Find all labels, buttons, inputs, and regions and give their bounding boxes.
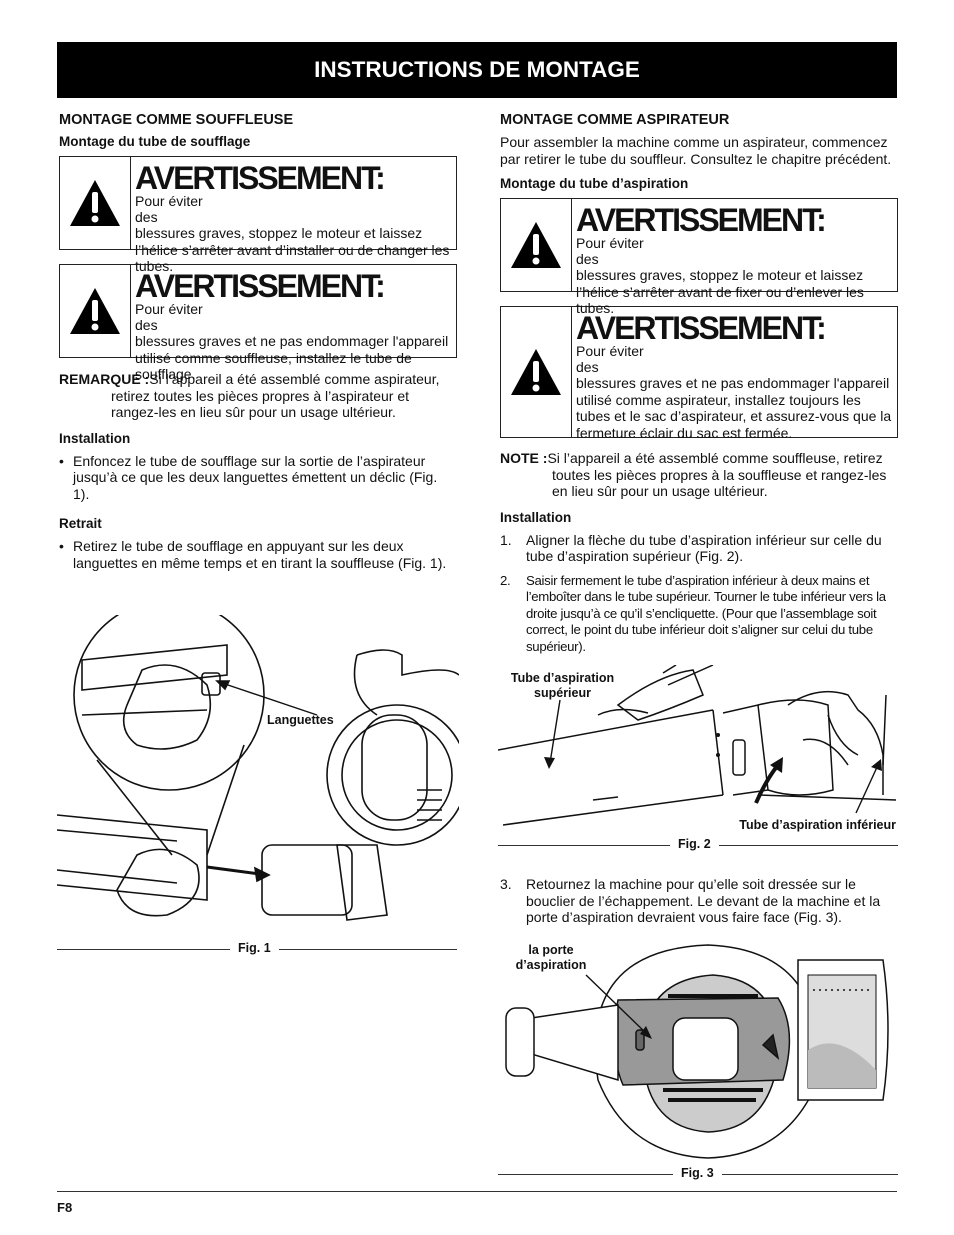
warning-text: blessures graves et ne pas endommager l'… xyxy=(135,333,449,382)
warning-title: AVERTISSEMENT: xyxy=(576,202,827,238)
warning-triangle-icon xyxy=(501,307,572,437)
warning-lead: Pour éviter des xyxy=(576,235,644,267)
retrait-heading: Retrait xyxy=(59,516,102,531)
list-item: 2. Saisir fermement le tube d’aspiration … xyxy=(500,573,898,656)
list-item: 3. Retournez la machine pour qu’elle soit… xyxy=(500,876,898,926)
warning-text: blessures graves, stoppez le moteur et l… xyxy=(135,225,450,274)
fig1-caption: Fig. 1 xyxy=(230,941,279,955)
install-heading: Installation xyxy=(59,430,131,446)
page-banner: INSTRUCTIONS DE MONTAGE xyxy=(57,42,897,98)
remark-text: Si l’appareil a été assemblé comme aspir… xyxy=(111,371,440,420)
warning-triangle-icon xyxy=(501,199,572,291)
list-item: •Retirez le tube de soufflage en appuyan… xyxy=(59,538,457,571)
warning-title: AVERTISSEMENT: xyxy=(576,310,827,346)
fig2-illustration xyxy=(498,665,897,826)
install-heading: Installation xyxy=(500,509,572,525)
section-heading-vacuum: MONTAGE COMME ASPIRATEUR xyxy=(500,112,730,128)
remark: REMARQUE :Si l’appareil a été assemblé c… xyxy=(59,371,457,421)
right-column: MONTAGE COMME ASPIRATEUR Pour assembler … xyxy=(500,112,898,663)
fig3-caption: Fig. 3 xyxy=(673,1166,722,1180)
step-text: Saisir fermement le tube d’aspiration in… xyxy=(526,572,886,654)
warning-lead: Pour éviter des xyxy=(576,343,644,375)
warning-text: blessures graves, stoppez le moteur et l… xyxy=(576,267,864,316)
list-item: •Enfoncez le tube de soufflage sur la so… xyxy=(59,453,457,503)
note-label: NOTE : xyxy=(500,450,548,466)
warning-title: AVERTISSEMENT: xyxy=(135,160,386,196)
warning-lead: Pour éviter des xyxy=(135,301,203,333)
footer-rule xyxy=(57,1191,897,1192)
list-item: 1. Aligner la flèche du tube d’aspiration… xyxy=(500,532,898,565)
fig1-label-languettes: Languettes xyxy=(267,713,334,727)
bullet-text: Enfoncez le tube de soufflage sur la sor… xyxy=(73,452,438,502)
fig2-caption: Fig. 2 xyxy=(670,837,719,851)
warning-text: blessures graves et ne pas endommager l'… xyxy=(576,375,892,441)
warning-title: AVERTISSEMENT: xyxy=(135,268,386,304)
fig3-label-vacuum-door: la porte d’aspiration xyxy=(515,943,587,972)
section-heading-blower: MONTAGE COMME SOUFFLEUSE xyxy=(59,112,294,128)
fig1-illustration: Languettes xyxy=(57,615,459,921)
bullet-text: Retirez le tube de soufflage en appuyant… xyxy=(73,538,447,571)
warning-box: AVERTISSEMENT: Pour éviter des blessures… xyxy=(59,156,457,274)
warning-box: AVERTISSEMENT: Pour éviter des blessures… xyxy=(500,306,898,441)
step-text: Aligner la flèche du tube d’aspiration i… xyxy=(526,531,882,565)
step-number: 1. xyxy=(500,531,512,548)
note: NOTE :Si l’appareil a été assemblé comme… xyxy=(500,450,898,500)
warning-box: AVERTISSEMENT: Pour éviter des blessures… xyxy=(59,264,457,382)
step-number: 3. xyxy=(500,876,512,892)
remark-label: REMARQUE : xyxy=(59,371,150,387)
warning-box: AVERTISSEMENT: Pour éviter des blessures… xyxy=(500,198,898,316)
fig2-label-lower-tube: Tube d’aspiration inférieur xyxy=(739,818,896,832)
subheading-vacuum-tube: Montage du tube d’aspiration xyxy=(500,176,689,191)
step-text: Retournez la machine pour qu’elle soit d… xyxy=(526,876,881,925)
intro-paragraph: Pour assembler la machine comme un aspir… xyxy=(500,134,892,167)
fig2-label-upper-tube: Tube d’aspiration supérieur xyxy=(510,671,615,700)
note-text: Si l’appareil a été assemblé comme souff… xyxy=(547,450,887,499)
subheading-blower-tube: Montage du tube de soufflage xyxy=(59,134,251,149)
warning-lead: Pour éviter des xyxy=(135,193,203,225)
warning-triangle-icon xyxy=(60,265,131,357)
fig3-illustration xyxy=(505,944,889,1159)
step-number: 2. xyxy=(500,572,511,588)
left-column: MONTAGE COMME SOUFFLEUSE Montage du tube… xyxy=(59,112,457,585)
warning-triangle-icon xyxy=(60,157,131,249)
page-number: F8 xyxy=(57,1200,73,1215)
